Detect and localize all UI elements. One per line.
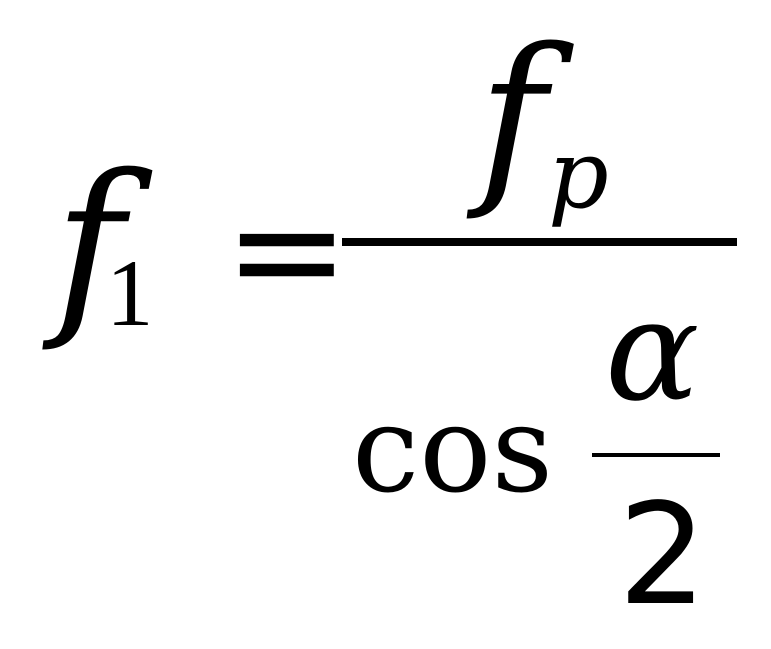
- numerator-symbol: f: [478, 8, 547, 224]
- lhs-symbol: f: [54, 134, 125, 355]
- numerator-subscript: p: [548, 120, 609, 230]
- inner-fraction-bar: [592, 453, 720, 457]
- alpha-symbol: α: [605, 270, 700, 433]
- equals-sign: =: [224, 164, 350, 338]
- main-fraction-bar: [342, 238, 737, 246]
- lhs-subscript: 1: [106, 240, 154, 346]
- denominator-two: 2: [618, 474, 708, 637]
- cos-function: cos: [352, 381, 554, 520]
